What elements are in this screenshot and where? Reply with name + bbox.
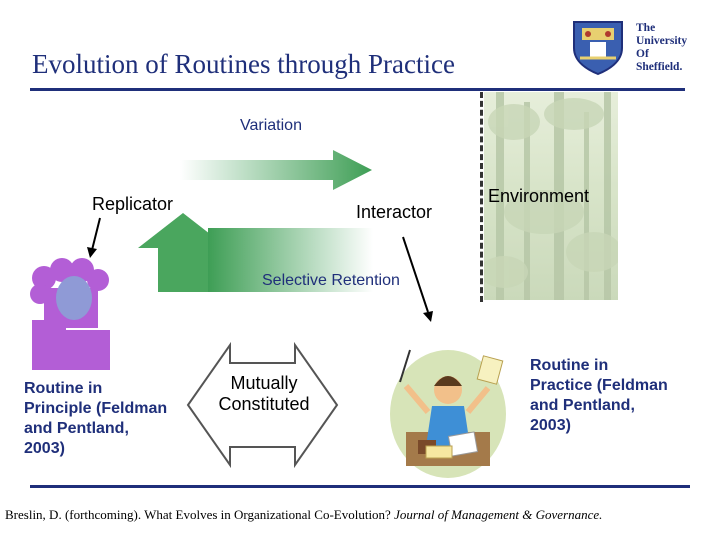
forest-environment-image bbox=[484, 92, 618, 300]
routine-in-practice-label: Routine in Practice (Feldman and Pentlan… bbox=[530, 356, 668, 436]
replicator-label: Replicator bbox=[92, 194, 174, 214]
busy-worker-illustration-icon bbox=[390, 349, 506, 478]
title-divider bbox=[30, 88, 685, 91]
routine-principle-line: and Pentland, bbox=[24, 420, 129, 437]
interactor-label: Interactor bbox=[356, 202, 433, 222]
university-logo: The University Of Sheffield. bbox=[568, 18, 696, 76]
logo-line: Of bbox=[636, 48, 649, 60]
mutually-constituted-line: Mutually bbox=[230, 373, 298, 393]
logo-line: Sheffield. bbox=[636, 61, 683, 73]
variation-arrow bbox=[180, 150, 372, 190]
replicator-pointer-arrow bbox=[87, 217, 101, 258]
interactor-pointer-arrow bbox=[402, 236, 433, 322]
routine-in-principle-label: Routine in Principle (Feldman and Pentla… bbox=[24, 379, 167, 459]
slide-title: Evolution of Routines through Practice bbox=[32, 49, 455, 79]
environment-boundary-line bbox=[480, 92, 483, 302]
logo-wordmark: The University Of Sheffield. bbox=[636, 22, 687, 74]
mutually-constituted-double-arrow bbox=[186, 341, 339, 469]
selective-retention-label: Selective Retention bbox=[262, 272, 400, 289]
logo-line: The bbox=[636, 22, 656, 34]
variation-label: Variation bbox=[240, 117, 302, 134]
routine-practice-line: Routine in bbox=[530, 357, 609, 374]
routine-practice-line: 2003) bbox=[530, 417, 571, 434]
shield-crest-icon bbox=[573, 21, 623, 76]
footer-citation: Breslin, D. (forthcoming). What Evolves … bbox=[5, 507, 602, 523]
citation-text: Breslin, D. (forthcoming). What Evolves … bbox=[5, 507, 395, 522]
routine-principle-line: Routine in bbox=[24, 380, 103, 397]
mutually-constituted-line: Constituted bbox=[218, 394, 310, 414]
mutually-constituted-label: Mutually Constituted bbox=[209, 373, 319, 415]
logo-line: University bbox=[636, 35, 688, 47]
citation-journal: Journal of Management & Governance. bbox=[394, 507, 603, 522]
routine-practice-line: Practice (Feldman bbox=[530, 377, 668, 394]
routine-practice-line: and Pentland, bbox=[530, 397, 635, 414]
routine-principle-line: Principle (Feldman bbox=[24, 400, 168, 417]
person-figure-icon bbox=[30, 258, 110, 370]
routine-principle-line: 2003) bbox=[24, 440, 65, 457]
selective-retention-arrow bbox=[138, 213, 373, 292]
environment-label: Environment bbox=[488, 186, 590, 206]
footer-divider bbox=[30, 485, 690, 488]
